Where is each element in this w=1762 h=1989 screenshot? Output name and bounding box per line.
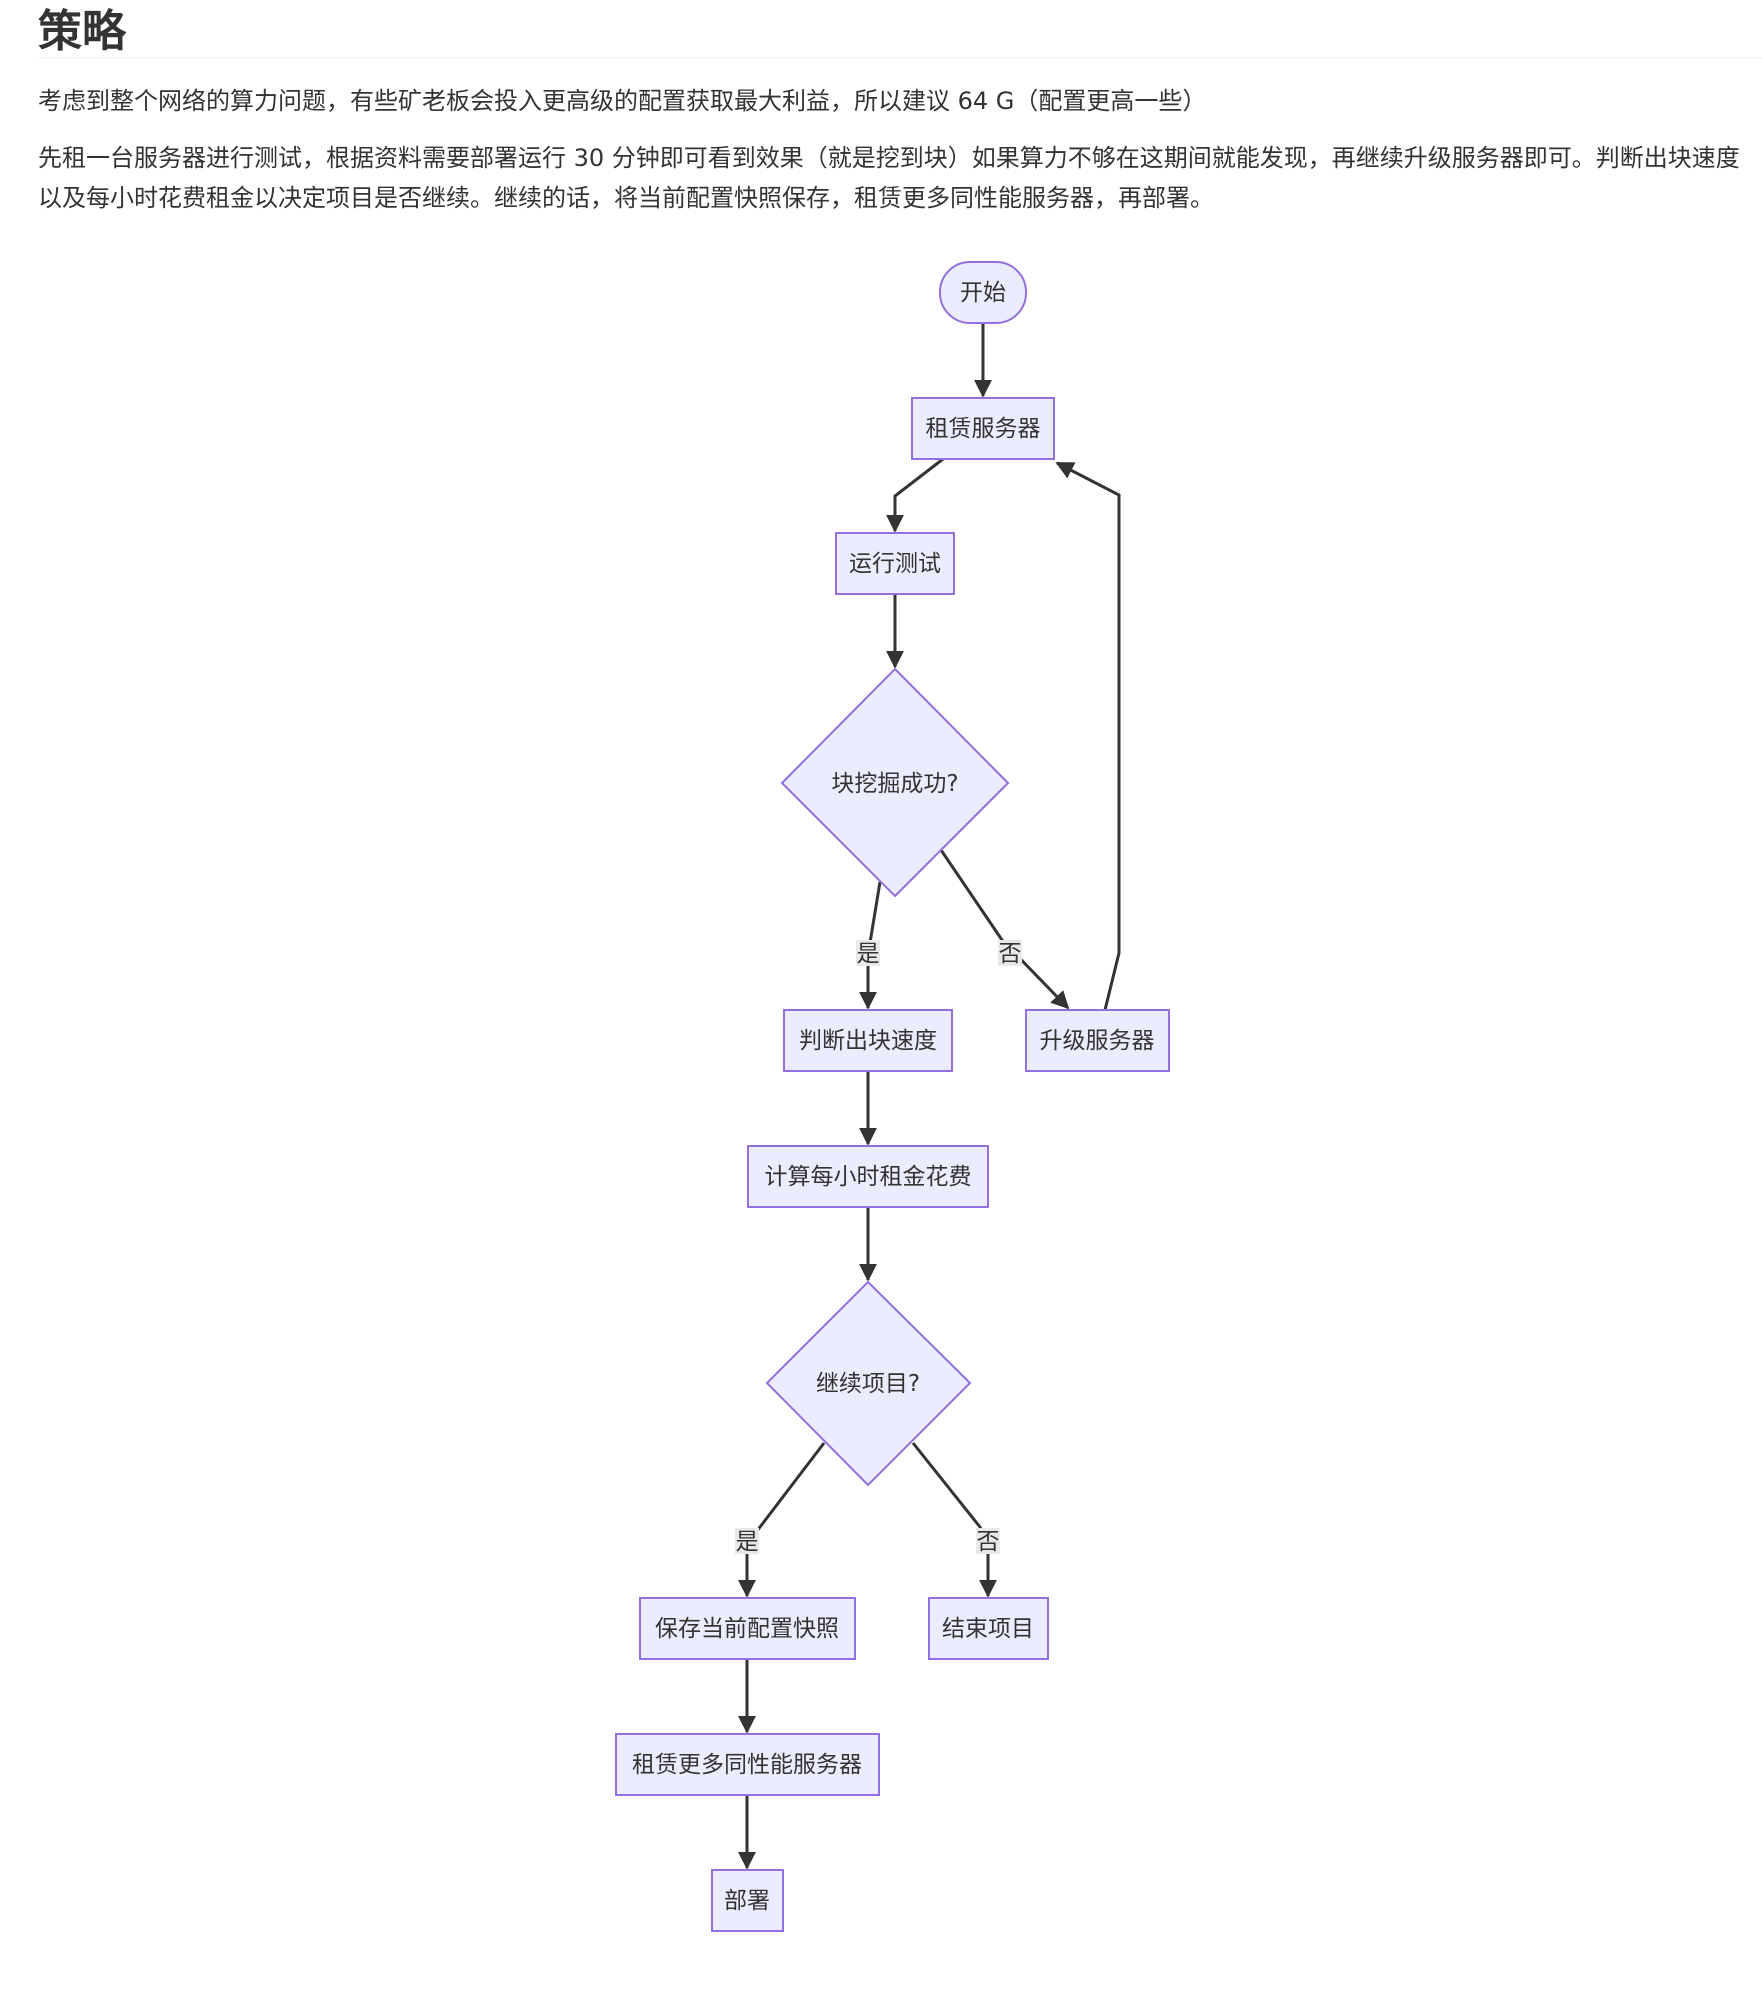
svg-text:判断出块速度: 判断出块速度 <box>799 1028 937 1054</box>
node-save-snapshot[interactable]: 保存当前配置快照 <box>639 1597 856 1660</box>
section-heading: 策略 <box>38 6 126 57</box>
paragraph-1: 考虑到整个网络的算力问题，有些矿老板会投入更高级的配置获取最大利益，所以建议 6… <box>38 87 1207 115</box>
node-rent-more[interactable]: 租赁更多同性能服务器 <box>615 1733 880 1796</box>
svg-text:租赁更多同性能服务器: 租赁更多同性能服务器 <box>632 1752 862 1778</box>
node-start[interactable]: 开始 <box>939 261 1027 324</box>
edge-continue-end <box>911 1442 997 1598</box>
edge-continue-snapshot <box>738 1442 826 1598</box>
svg-text:结束项目: 结束项目 <box>942 1616 1034 1642</box>
edge-upgrade-rent <box>1055 461 1121 1011</box>
node-deploy[interactable]: 部署 <box>711 1869 784 1932</box>
svg-text:租赁服务器: 租赁服务器 <box>926 416 1041 442</box>
node-rent-server[interactable]: 租赁服务器 <box>911 397 1055 460</box>
edge-label-continue-yes: 是 <box>735 1528 759 1555</box>
svg-text:否: 否 <box>977 1529 1000 1555</box>
svg-text:块挖掘成功?: 块挖掘成功? <box>831 771 958 797</box>
edge-rent-test <box>886 457 944 533</box>
node-run-test[interactable]: 运行测试 <box>835 532 955 595</box>
edge-label-continue-no: 否 <box>976 1528 1000 1555</box>
node-calc-cost[interactable]: 计算每小时租金花费 <box>747 1145 989 1208</box>
paragraph-2-line-1: 先租一台服务器进行测试，根据资料需要部署运行 30 分钟即可看到效果（就是挖到块… <box>38 144 1740 172</box>
svg-text:继续项目?: 继续项目? <box>816 1371 920 1397</box>
node-judge-speed[interactable]: 判断出块速度 <box>783 1009 953 1072</box>
node-decision-continue[interactable]: 继续项目? <box>765 1280 972 1487</box>
node-decision-mined[interactable]: 块挖掘成功? <box>780 667 1010 898</box>
edge-label-mined-yes: 是 <box>856 940 880 967</box>
node-end-project[interactable]: 结束项目 <box>928 1597 1049 1660</box>
svg-text:升级服务器: 升级服务器 <box>1040 1028 1155 1054</box>
svg-text:计算每小时租金花费: 计算每小时租金花费 <box>765 1164 972 1190</box>
svg-text:否: 否 <box>999 941 1022 967</box>
svg-text:保存当前配置快照: 保存当前配置快照 <box>655 1616 839 1642</box>
paragraph-2-line-2: 以及每小时花费租金以决定项目是否继续。继续的话，将当前配置快照保存，租赁更多同性… <box>38 184 1214 212</box>
svg-text:运行测试: 运行测试 <box>849 551 941 577</box>
svg-text:是: 是 <box>736 1529 759 1555</box>
edge-mined-upgrade <box>939 849 1070 1010</box>
heading-divider <box>38 57 1762 58</box>
paragraph-2: 先租一台服务器进行测试，根据资料需要部署运行 30 分钟即可看到效果（就是挖到块… <box>38 138 1758 218</box>
svg-text:部署: 部署 <box>724 1888 770 1914</box>
edge-label-mined-no: 否 <box>998 940 1022 967</box>
svg-text:是: 是 <box>857 941 880 967</box>
node-upgrade-server[interactable]: 升级服务器 <box>1025 1009 1170 1072</box>
svg-text:开始: 开始 <box>960 280 1006 306</box>
